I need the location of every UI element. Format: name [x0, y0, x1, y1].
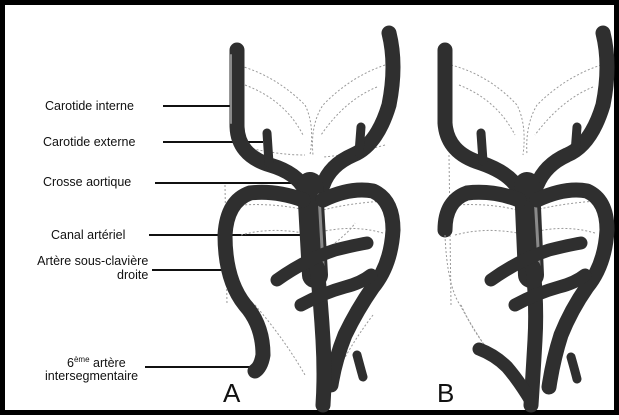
panel-a-carotide-interne-left: [323, 33, 393, 185]
panel-b-sixieme-artere-left: [571, 357, 577, 379]
panel-a-carotide-externe-left: [359, 127, 361, 153]
panel-b-carotide-interne-right: [445, 50, 519, 190]
panel-b-carotide-externe-right: [481, 133, 483, 161]
panel-a-carotide-interne-right: [237, 50, 305, 190]
panel-b-artere-sous-claviere-droite: [445, 192, 519, 230]
panel-b-carotide-interne-left: [537, 33, 607, 185]
panel-b-sixieme-artere: [479, 349, 531, 401]
panel-b-carotide-externe-left: [575, 127, 577, 153]
panel-b-descending-aorta: [531, 267, 536, 405]
panel-a-drawing: [225, 33, 393, 405]
panel-a-carotide-externe-right: [267, 133, 269, 163]
panel-b-drawing: [445, 33, 607, 405]
arch-diagram: [5, 5, 619, 420]
panel-a-artere-sous-claviere-droite: [225, 192, 303, 371]
panel-a-sixieme-artere: [357, 355, 363, 377]
